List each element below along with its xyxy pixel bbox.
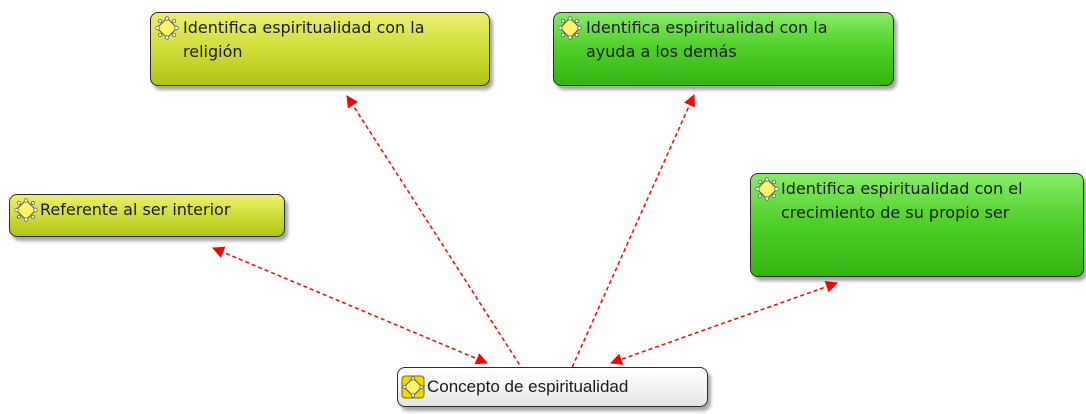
concept-node-ayuda[interactable]: Identifica espiritualidad con la ayuda a… bbox=[553, 12, 894, 86]
link-religion bbox=[346, 95, 531, 382]
concept-node-religion[interactable]: Identifica espiritualidad con la religió… bbox=[150, 12, 490, 86]
concept-icon bbox=[558, 16, 582, 40]
central-concept-node[interactable]: Concepto de espiritualidad bbox=[397, 367, 708, 407]
node-label: Concepto de espiritualidad bbox=[427, 377, 629, 396]
concept-node-interior[interactable]: Referente al ser interior bbox=[9, 194, 285, 237]
concept-icon bbox=[155, 16, 179, 40]
concept-icon bbox=[401, 375, 425, 399]
link-ayuda bbox=[565, 94, 695, 382]
link-crecim bbox=[610, 281, 838, 365]
concept-icon bbox=[14, 198, 38, 222]
node-label: Identifica espiritualidad con el crecimi… bbox=[781, 179, 1023, 222]
concept-node-crecimiento[interactable]: Identifica espiritualidad con el crecimi… bbox=[750, 173, 1084, 277]
concept-icon bbox=[755, 177, 779, 201]
node-label: Identifica espiritualidad con la ayuda a… bbox=[586, 18, 828, 61]
node-label: Referente al ser interior bbox=[40, 200, 231, 219]
node-label: Identifica espiritualidad con la religió… bbox=[183, 18, 425, 61]
link-interior bbox=[212, 246, 488, 365]
